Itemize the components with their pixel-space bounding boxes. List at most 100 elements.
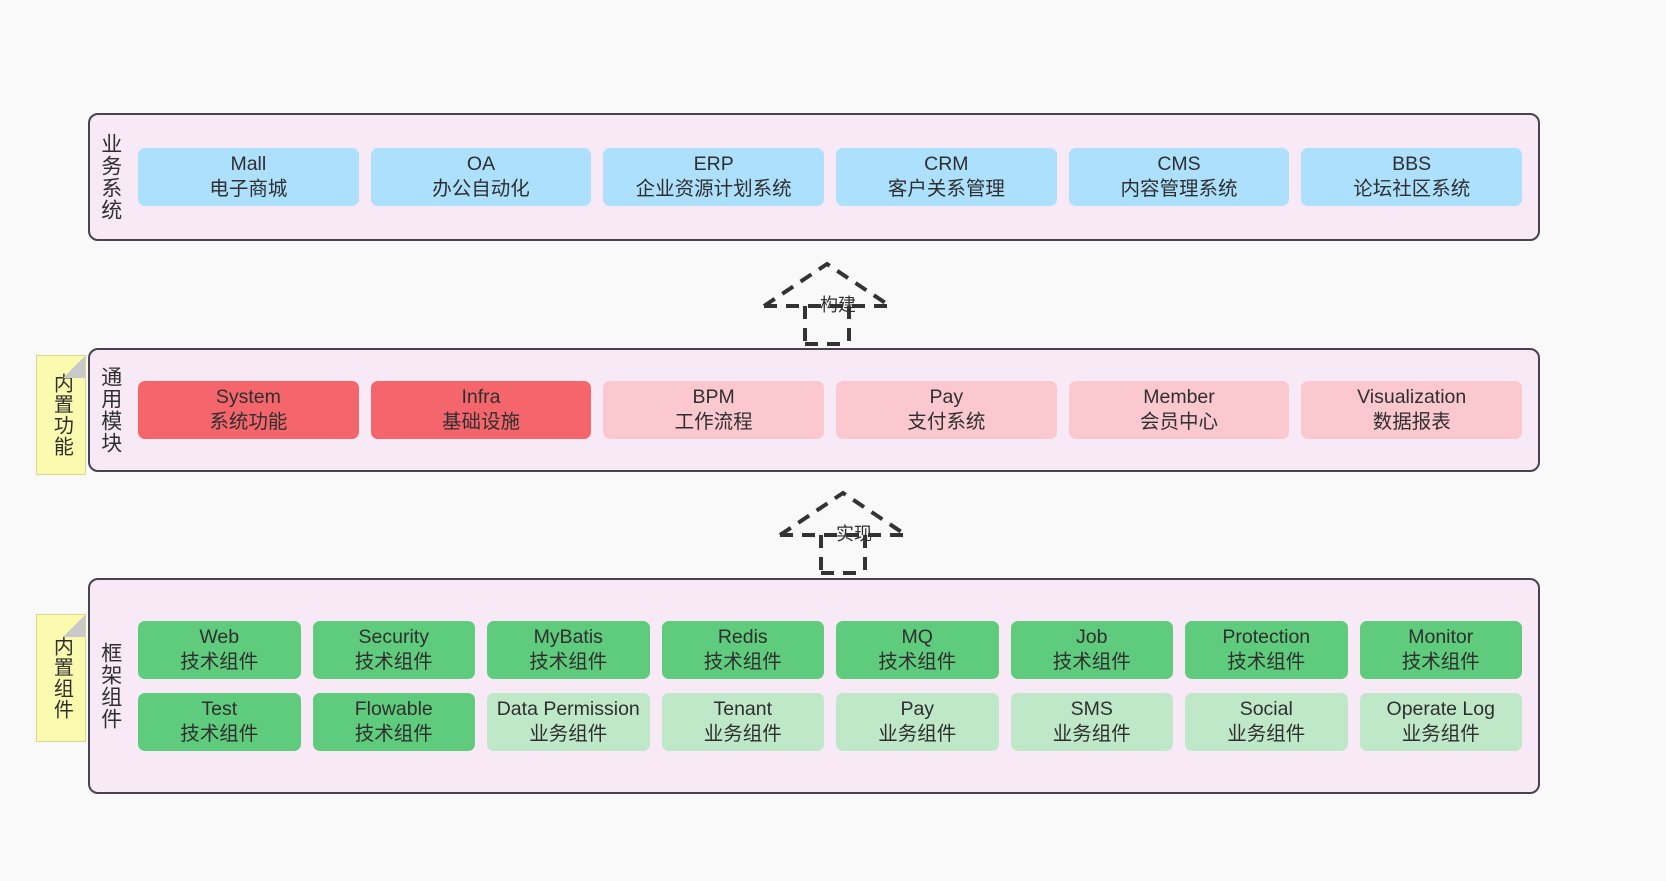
- layer-title-common: 通用模块: [98, 366, 122, 454]
- card-mq[interactable]: MQ 技术组件: [836, 621, 999, 679]
- card-redis-title: Redis: [717, 626, 768, 649]
- card-pay-module-subtitle: 支付系统: [907, 411, 986, 433]
- card-monitor[interactable]: Monitor 技术组件: [1359, 621, 1522, 679]
- card-security-subtitle: 技术组件: [354, 651, 433, 674]
- card-mall-subtitle: 电子商城: [209, 178, 288, 200]
- card-flowable-title: Flowable: [354, 698, 433, 720]
- card-pay-component[interactable]: Pay 业务组件: [836, 693, 999, 751]
- card-test-subtitle: 技术组件: [180, 722, 259, 745]
- card-erp-title: ERP: [693, 153, 734, 176]
- card-member-title: Member: [1143, 386, 1215, 409]
- card-operate-log-subtitle: 业务组件: [1401, 722, 1480, 745]
- card-pay-module[interactable]: Pay 支付系统: [836, 381, 1057, 439]
- card-erp[interactable]: ERP 企业资源计划系统: [603, 148, 825, 206]
- card-security[interactable]: Security 技术组件: [312, 621, 475, 679]
- card-infra-subtitle: 基础设施: [442, 411, 521, 433]
- card-flowable-subtitle: 技术组件: [354, 722, 433, 745]
- card-flowable[interactable]: Flowable 技术组件: [312, 693, 475, 751]
- card-security-title: Security: [358, 626, 429, 649]
- card-sms-title: SMS: [1070, 698, 1113, 720]
- card-monitor-subtitle: 技术组件: [1401, 651, 1480, 674]
- card-visualization-subtitle: 数据报表: [1372, 411, 1451, 433]
- card-data-permission-subtitle: 业务组件: [529, 722, 608, 745]
- card-infra[interactable]: Infra 基础设施: [370, 381, 592, 439]
- layer-body-business: Mall 电子商城 OA 办公自动化 ERP 企业资源计划系统 CRM 客户关系…: [130, 115, 1538, 239]
- card-social[interactable]: Social 业务组件: [1185, 693, 1348, 751]
- card-mybatis-title: MyBatis: [533, 626, 603, 649]
- card-mq-title: MQ: [901, 626, 933, 649]
- card-row-common: System 系统功能 Infra 基础设施 BPM 工作流程 Pay 支付系统…: [138, 381, 1523, 439]
- card-operate-log-title: Operate Log: [1386, 698, 1495, 720]
- card-member[interactable]: Member 会员中心: [1068, 381, 1290, 439]
- layer-framework-component[interactable]: 框架组件 Web 技术组件 Security 技术组件 MyBatis 技术组件…: [88, 578, 1540, 794]
- card-mybatis[interactable]: MyBatis 技术组件: [487, 621, 650, 679]
- card-cms-subtitle: 内容管理系统: [1120, 178, 1238, 200]
- card-oa-title: OA: [466, 153, 496, 176]
- layer-body-framework: Web 技术组件 Security 技术组件 MyBatis 技术组件 Redi…: [130, 580, 1538, 792]
- card-visualization[interactable]: Visualization 数据报表: [1301, 381, 1523, 439]
- card-test-title: Test: [201, 698, 238, 720]
- card-system[interactable]: System 系统功能: [138, 381, 359, 439]
- card-monitor-title: Monitor: [1408, 626, 1474, 649]
- card-mq-subtitle: 技术组件: [878, 651, 957, 674]
- card-bbs[interactable]: BBS 论坛社区系统: [1301, 148, 1523, 206]
- card-pay-component-subtitle: 业务组件: [878, 722, 957, 745]
- card-job-title: Job: [1076, 626, 1108, 649]
- arrow-shaft-build: [803, 306, 851, 346]
- card-social-title: Social: [1239, 698, 1293, 720]
- card-redis-subtitle: 技术组件: [703, 651, 782, 674]
- card-tenant-subtitle: 业务组件: [703, 722, 782, 745]
- card-oa-subtitle: 办公自动化: [432, 178, 530, 200]
- card-pay-module-title: Pay: [929, 386, 964, 409]
- card-bpm-title: BPM: [692, 386, 735, 409]
- card-oa[interactable]: OA 办公自动化: [370, 148, 592, 206]
- card-system-title: System: [215, 386, 281, 409]
- card-data-permission[interactable]: Data Permission 业务组件: [487, 693, 650, 751]
- card-cms[interactable]: CMS 内容管理系统: [1068, 148, 1290, 206]
- card-test[interactable]: Test 技术组件: [138, 693, 301, 751]
- card-bbs-title: BBS: [1392, 153, 1432, 176]
- note-builtin-components[interactable]: 内置组件: [36, 614, 86, 742]
- card-crm-subtitle: 客户关系管理: [887, 178, 1005, 200]
- arrowhead-implement: [778, 490, 908, 537]
- card-bpm-subtitle: 工作流程: [674, 411, 753, 433]
- card-row-framework-tech: Web 技术组件 Security 技术组件 MyBatis 技术组件 Redi…: [138, 621, 1522, 679]
- layer-body-common: System 系统功能 Infra 基础设施 BPM 工作流程 Pay 支付系统…: [130, 350, 1538, 470]
- card-redis[interactable]: Redis 技术组件: [661, 621, 824, 679]
- card-row-business: Mall 电子商城 OA 办公自动化 ERP 企业资源计划系统 CRM 客户关系…: [138, 148, 1523, 206]
- card-sms-subtitle: 业务组件: [1052, 722, 1131, 745]
- card-protection[interactable]: Protection 技术组件: [1185, 621, 1348, 679]
- card-web-subtitle: 技术组件: [180, 651, 259, 674]
- connector-implement-label: 实现: [836, 524, 872, 544]
- note-builtin-features[interactable]: 内置功能: [36, 355, 86, 475]
- connector-implement: 实现: [758, 487, 958, 575]
- card-protection-subtitle: 技术组件: [1227, 651, 1306, 674]
- card-member-subtitle: 会员中心: [1140, 411, 1219, 433]
- layer-title-framework: 框架组件: [98, 642, 122, 730]
- card-erp-subtitle: 企业资源计划系统: [635, 178, 792, 200]
- card-sms[interactable]: SMS 业务组件: [1010, 693, 1173, 751]
- card-crm[interactable]: CRM 客户关系管理: [836, 148, 1057, 206]
- card-web-title: Web: [199, 626, 240, 649]
- layer-title-business: 业务系统: [98, 133, 122, 221]
- arrowhead-build: [762, 261, 892, 308]
- card-job[interactable]: Job 技术组件: [1010, 621, 1173, 679]
- card-bpm[interactable]: BPM 工作流程: [603, 381, 825, 439]
- layer-business-system[interactable]: 业务系统 Mall 电子商城 OA 办公自动化 ERP 企业资源计划系统 CRM: [88, 113, 1540, 241]
- card-operate-log[interactable]: Operate Log 业务组件: [1359, 693, 1522, 751]
- card-infra-title: Infra: [461, 386, 501, 409]
- card-system-subtitle: 系统功能: [209, 411, 288, 433]
- card-mall[interactable]: Mall 电子商城: [138, 148, 359, 206]
- card-tenant-title: Tenant: [713, 698, 773, 720]
- connector-build: 构建: [742, 258, 942, 346]
- card-mall-title: Mall: [230, 153, 267, 176]
- connector-build-label: 构建: [820, 295, 856, 315]
- card-data-permission-title: Data Permission: [496, 698, 640, 720]
- card-mybatis-subtitle: 技术组件: [529, 651, 608, 674]
- card-tenant[interactable]: Tenant 业务组件: [661, 693, 824, 751]
- layer-common-module[interactable]: 通用模块 System 系统功能 Infra 基础设施 BPM 工作流程 Pay: [88, 348, 1540, 472]
- card-web[interactable]: Web 技术组件: [138, 621, 301, 679]
- arrow-shaft-implement: [819, 535, 867, 575]
- card-job-subtitle: 技术组件: [1052, 651, 1131, 674]
